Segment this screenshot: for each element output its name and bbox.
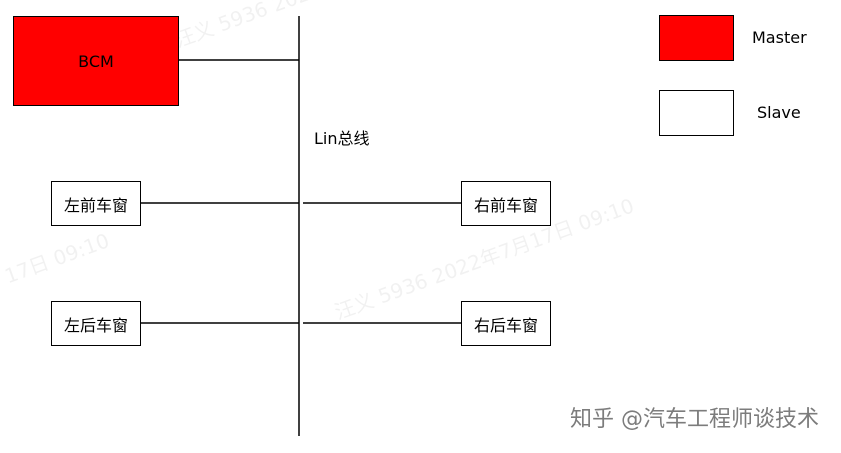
- left-rear-window-label: 左后车窗: [63, 315, 128, 335]
- right-rear-window-label: 右后车窗: [473, 315, 538, 335]
- bcm-label: BCM: [78, 51, 114, 71]
- right-front-window-node: 右前车窗: [461, 181, 551, 226]
- legend-slave-label: Slave: [757, 103, 801, 122]
- right-front-window-label: 右前车窗: [473, 195, 538, 215]
- left-front-window-node: 左前车窗: [51, 181, 141, 226]
- legend-master-label: Master: [752, 28, 807, 47]
- bcm-node: BCM: [13, 16, 179, 106]
- legend-master-swatch: [659, 15, 734, 61]
- left-front-window-label: 左前车窗: [63, 195, 128, 215]
- legend-slave-swatch: [659, 90, 734, 136]
- footer-credit: 知乎 @汽车工程师谈技术: [570, 407, 819, 432]
- lin-bus-label: Lin总线: [314, 129, 370, 148]
- right-rear-window-node: 右后车窗: [461, 301, 551, 346]
- left-rear-window-node: 左后车窗: [51, 301, 141, 346]
